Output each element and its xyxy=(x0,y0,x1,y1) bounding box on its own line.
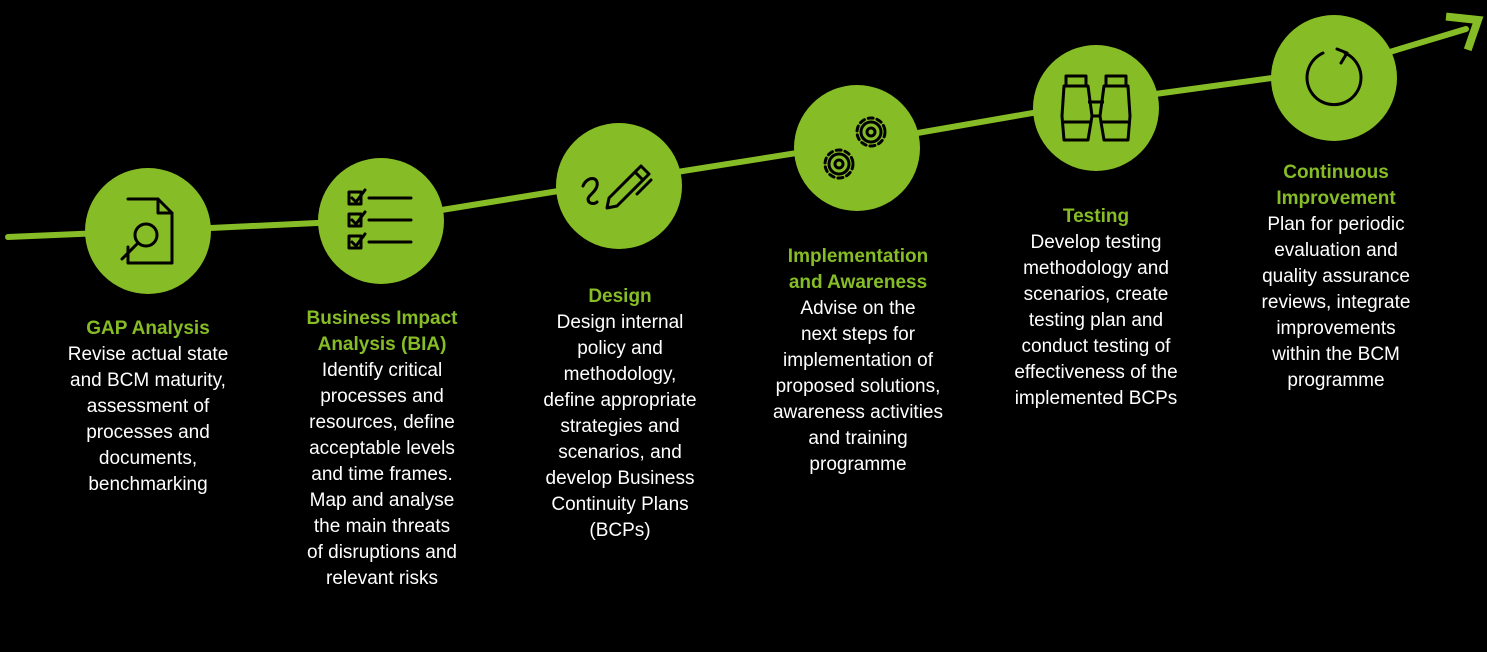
step-title: Implementation and Awareness xyxy=(787,246,929,293)
step-title: GAP Analysis xyxy=(86,318,210,339)
arrow-head-icon xyxy=(1445,12,1484,52)
step-description: Advise on the next steps for implementat… xyxy=(772,298,944,475)
step-text-gap-analysis: GAP Analysis Revise actual state and BCM… xyxy=(30,316,266,498)
step-title: Continuous Improvement xyxy=(1276,162,1396,209)
step-description: Design internal policy and methodology, … xyxy=(543,312,697,541)
refresh-icon xyxy=(1305,47,1363,107)
step-circle-testing xyxy=(1033,45,1159,171)
step-text-testing: Testing Develop testing methodology and … xyxy=(980,204,1212,412)
step-description: Plan for periodic evaluation and quality… xyxy=(1261,214,1411,391)
document-search-icon xyxy=(120,197,174,265)
step-description: Identify critical processes and resource… xyxy=(307,360,457,589)
step-circle-continuous-improvement xyxy=(1271,15,1397,141)
pen-icon xyxy=(581,164,653,210)
step-title: Business Impact Analysis (BIA) xyxy=(306,308,458,355)
step-title: Testing xyxy=(1062,206,1130,227)
checklist-icon xyxy=(347,188,413,250)
step-text-continuous-improvement: Continuous Improvement Plan for periodic… xyxy=(1220,160,1452,394)
step-circle-bia xyxy=(318,158,444,284)
step-title: Design xyxy=(588,286,652,307)
gears-icon xyxy=(823,116,887,180)
step-circle-implementation xyxy=(794,85,920,211)
step-circle-gap-analysis xyxy=(85,168,211,294)
binoculars-icon xyxy=(1060,74,1132,142)
step-text-implementation: Implementation and Awareness Advise on t… xyxy=(742,244,974,478)
step-text-design: Design Design internal policy and method… xyxy=(504,284,736,544)
step-text-bia: Business Impact Analysis (BIA) Identify … xyxy=(262,306,502,592)
step-description: Develop testing methodology and scenario… xyxy=(1014,232,1178,409)
step-description: Revise actual state and BCM maturity, as… xyxy=(67,344,229,495)
step-circle-design xyxy=(556,123,682,249)
